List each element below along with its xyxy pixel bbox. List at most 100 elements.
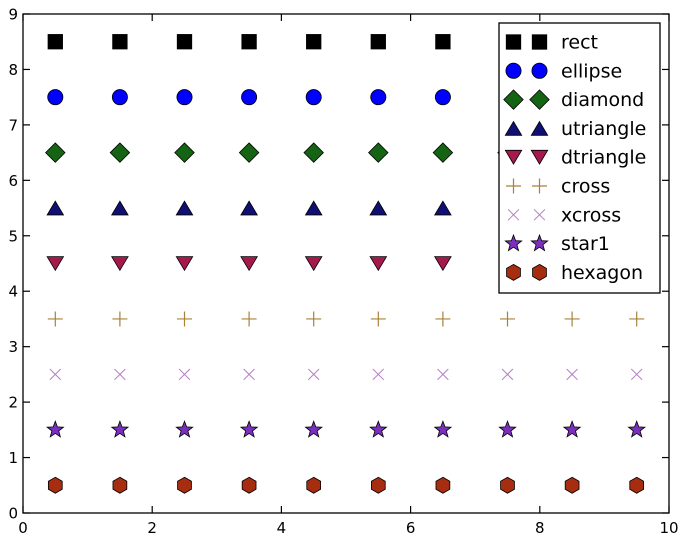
marker-utriangle [240,200,259,216]
marker-xcross [630,368,643,381]
marker-xcross [178,368,191,381]
marker-ellipse [241,89,258,106]
y-tick-label: 8 [8,61,18,79]
marker-utriangle [433,200,452,216]
marker-hexagon [306,476,322,494]
series-xcross [49,368,643,381]
legend-entry-star1: star1 [504,233,610,255]
marker-cross [370,311,386,327]
marker-cross [306,311,322,327]
marker-cross [435,311,451,327]
marker-rect [531,34,548,50]
marker-utriangle [304,200,323,216]
legend-entry-utriangle: utriangle [504,118,646,140]
marker-ellipse [111,89,128,106]
marker-hexagon [500,476,515,494]
marker-rect [435,34,451,50]
marker-xcross [307,368,320,381]
marker-cross [629,311,645,327]
legend-entry-dtriangle: dtriangle [504,147,646,169]
marker-hexagon [532,263,547,281]
marker-dtriangle [175,256,194,272]
marker-xcross [437,368,449,381]
legend-label: diamond [561,89,644,111]
legend-label: dtriangle [561,147,646,169]
x-tick-label: 8 [535,519,545,537]
legend-entry-xcross: xcross [507,204,621,226]
marker-dtriangle [369,256,388,272]
marker-dtriangle [433,256,452,272]
x-tick-label: 10 [659,519,678,537]
marker-cross [532,178,547,194]
marker-ellipse [305,89,322,106]
marker-rect [370,34,386,50]
marker-diamond [238,142,260,163]
y-tick-label: 3 [8,338,18,356]
marker-cross [47,311,63,327]
marker-star1 [562,420,582,438]
marker-hexagon [564,476,580,494]
series-hexagon [47,476,645,494]
y-tick-label: 0 [8,505,18,523]
marker-star1 [175,420,194,438]
marker-star1 [498,420,517,438]
legend-entry-rect: rect [505,32,598,54]
marker-star1 [110,420,130,438]
marker-hexagon [435,476,451,494]
legend-entry-diamond: diamond [503,89,644,111]
marker-hexagon [370,476,386,494]
legend-label: hexagon [561,262,643,284]
series-cross [47,311,645,327]
marker-ellipse [505,62,522,79]
x-tick-label: 0 [18,519,28,537]
marker-cross [500,311,515,327]
legend-label: xcross [561,204,621,226]
marker-ellipse [370,89,387,106]
marker-dtriangle [504,149,523,165]
marker-xcross [372,368,385,381]
marker-utriangle [504,120,523,136]
marker-hexagon [506,263,521,281]
marker-cross [177,311,192,327]
marker-diamond [109,142,131,163]
marker-xcross [533,209,546,221]
marker-diamond [503,89,524,110]
marker-ellipse [531,62,548,79]
marker-hexagon [177,476,192,494]
marker-cross [506,178,521,194]
marker-star1 [627,420,646,438]
y-tick-label: 6 [8,172,18,190]
marker-cross [112,311,128,327]
marker-diamond [368,142,389,163]
marker-diamond [303,142,324,163]
marker-hexagon [629,476,645,494]
y-tick-label: 9 [8,6,18,24]
x-tick-label: 4 [277,519,287,537]
x-tick-label: 2 [147,519,157,537]
legend-label: star1 [561,233,610,255]
marker-hexagon [47,476,63,494]
marker-diamond [174,142,195,163]
marker-rect [112,34,128,50]
legend-box [498,22,661,294]
series-ellipse [47,89,645,106]
x-tick-label: 6 [406,519,416,537]
marker-dtriangle [46,256,65,272]
marker-xcross [49,368,62,381]
marker-star1 [530,233,549,252]
marker-utriangle [175,200,194,216]
legend-label: utriangle [561,118,646,140]
marker-xcross [243,368,255,381]
y-tick-label: 4 [8,283,18,301]
marker-hexagon [241,476,257,494]
legend-entry-hexagon: hexagon [506,262,643,284]
legend-label: ellipse [561,60,622,82]
series-star1 [46,420,646,438]
marker-dtriangle [110,256,129,272]
marker-star1 [46,420,65,438]
y-tick-label: 7 [8,116,18,134]
legend-label: cross [561,176,610,198]
